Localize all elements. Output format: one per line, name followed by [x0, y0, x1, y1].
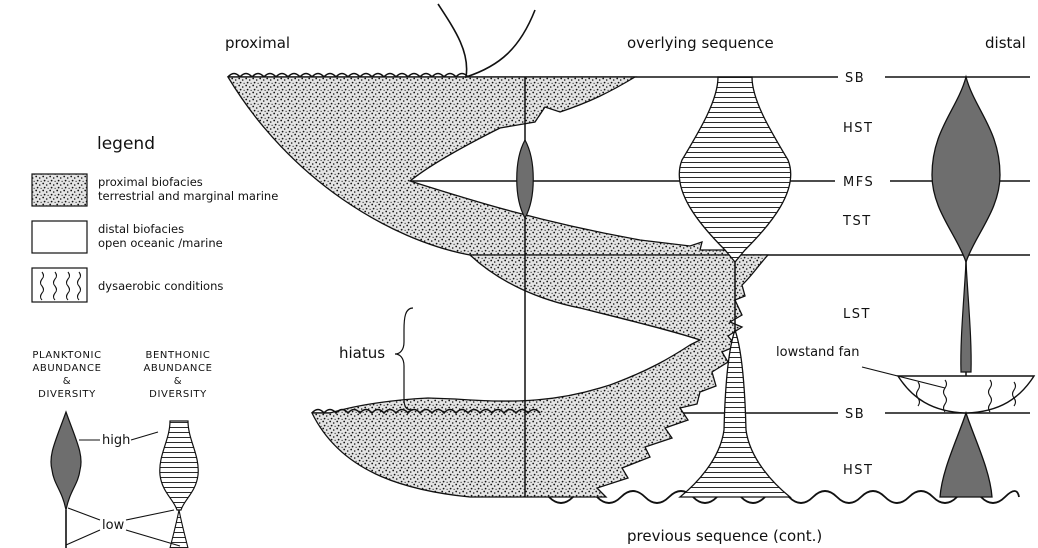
- svg-text:PLANKTONIC: PLANKTONIC: [32, 350, 101, 361]
- label-overlying-sequence: overlying sequence: [627, 34, 774, 52]
- legend-swatch-distal: [32, 221, 87, 253]
- proximal-plankton-lens: [517, 140, 534, 218]
- central-benthonic-upper: [679, 77, 790, 262]
- label-tst: TST: [842, 214, 872, 229]
- svg-text:ABUNDANCE: ABUNDANCE: [143, 363, 212, 374]
- label-hst-top: HST: [843, 121, 873, 136]
- label-high: high: [102, 433, 130, 448]
- label-lowstand-fan: lowstand fan: [776, 345, 859, 360]
- distal-plankton-upper: [932, 77, 1000, 262]
- label-proximal: proximal: [225, 34, 290, 52]
- label-hst-bottom: HST: [843, 463, 873, 478]
- legend-item-2-line2: open oceanic /marine: [98, 236, 223, 250]
- svg-text:&: &: [174, 376, 182, 387]
- legend-item-1-line2: terrestrial and marginal marine: [98, 189, 278, 203]
- label-sb-top: SB: [845, 71, 865, 86]
- channel-arc: [438, 4, 535, 77]
- proximal-biofacies-upper-wedge: [228, 77, 740, 255]
- planktonic-key-shape: [51, 412, 81, 510]
- label-previous-sequence: previous sequence (cont.): [627, 527, 822, 545]
- svg-text:DIVERSITY: DIVERSITY: [149, 389, 207, 400]
- legend-swatch-proximal: [32, 174, 87, 206]
- svg-text:BENTHONIC: BENTHONIC: [146, 350, 211, 361]
- distal-plankton-lower: [940, 413, 992, 497]
- svg-text:DIVERSITY: DIVERSITY: [38, 389, 96, 400]
- benthonic-key-shape: [160, 421, 198, 510]
- label-lst: LST: [843, 307, 871, 322]
- legend-item-1-line1: proximal biofacies: [98, 175, 203, 189]
- label-sb-bottom: SB: [845, 407, 865, 422]
- legend-title: legend: [97, 134, 155, 154]
- hiatus-brace: [395, 308, 413, 410]
- legend-item-2-line1: distal biofacies: [98, 222, 184, 236]
- svg-text:&: &: [63, 376, 71, 387]
- svg-text:ABUNDANCE: ABUNDANCE: [32, 363, 101, 374]
- label-distal: distal: [985, 34, 1026, 52]
- benthonic-key-tail: [170, 510, 188, 548]
- label-hiatus: hiatus: [339, 344, 385, 362]
- proximal-biofacies-lower-wedge: [312, 255, 768, 497]
- planktonic-key-label: PLANKTONIC ABUNDANCE & DIVERSITY: [32, 350, 101, 400]
- distal-plankton-neck: [961, 262, 971, 372]
- benthonic-key-label: BENTHONIC ABUNDANCE & DIVERSITY: [143, 350, 212, 400]
- legend-item-3-line1: dysaerobic conditions: [98, 279, 223, 293]
- label-low: low: [102, 518, 125, 533]
- label-mfs: MFS: [843, 175, 874, 190]
